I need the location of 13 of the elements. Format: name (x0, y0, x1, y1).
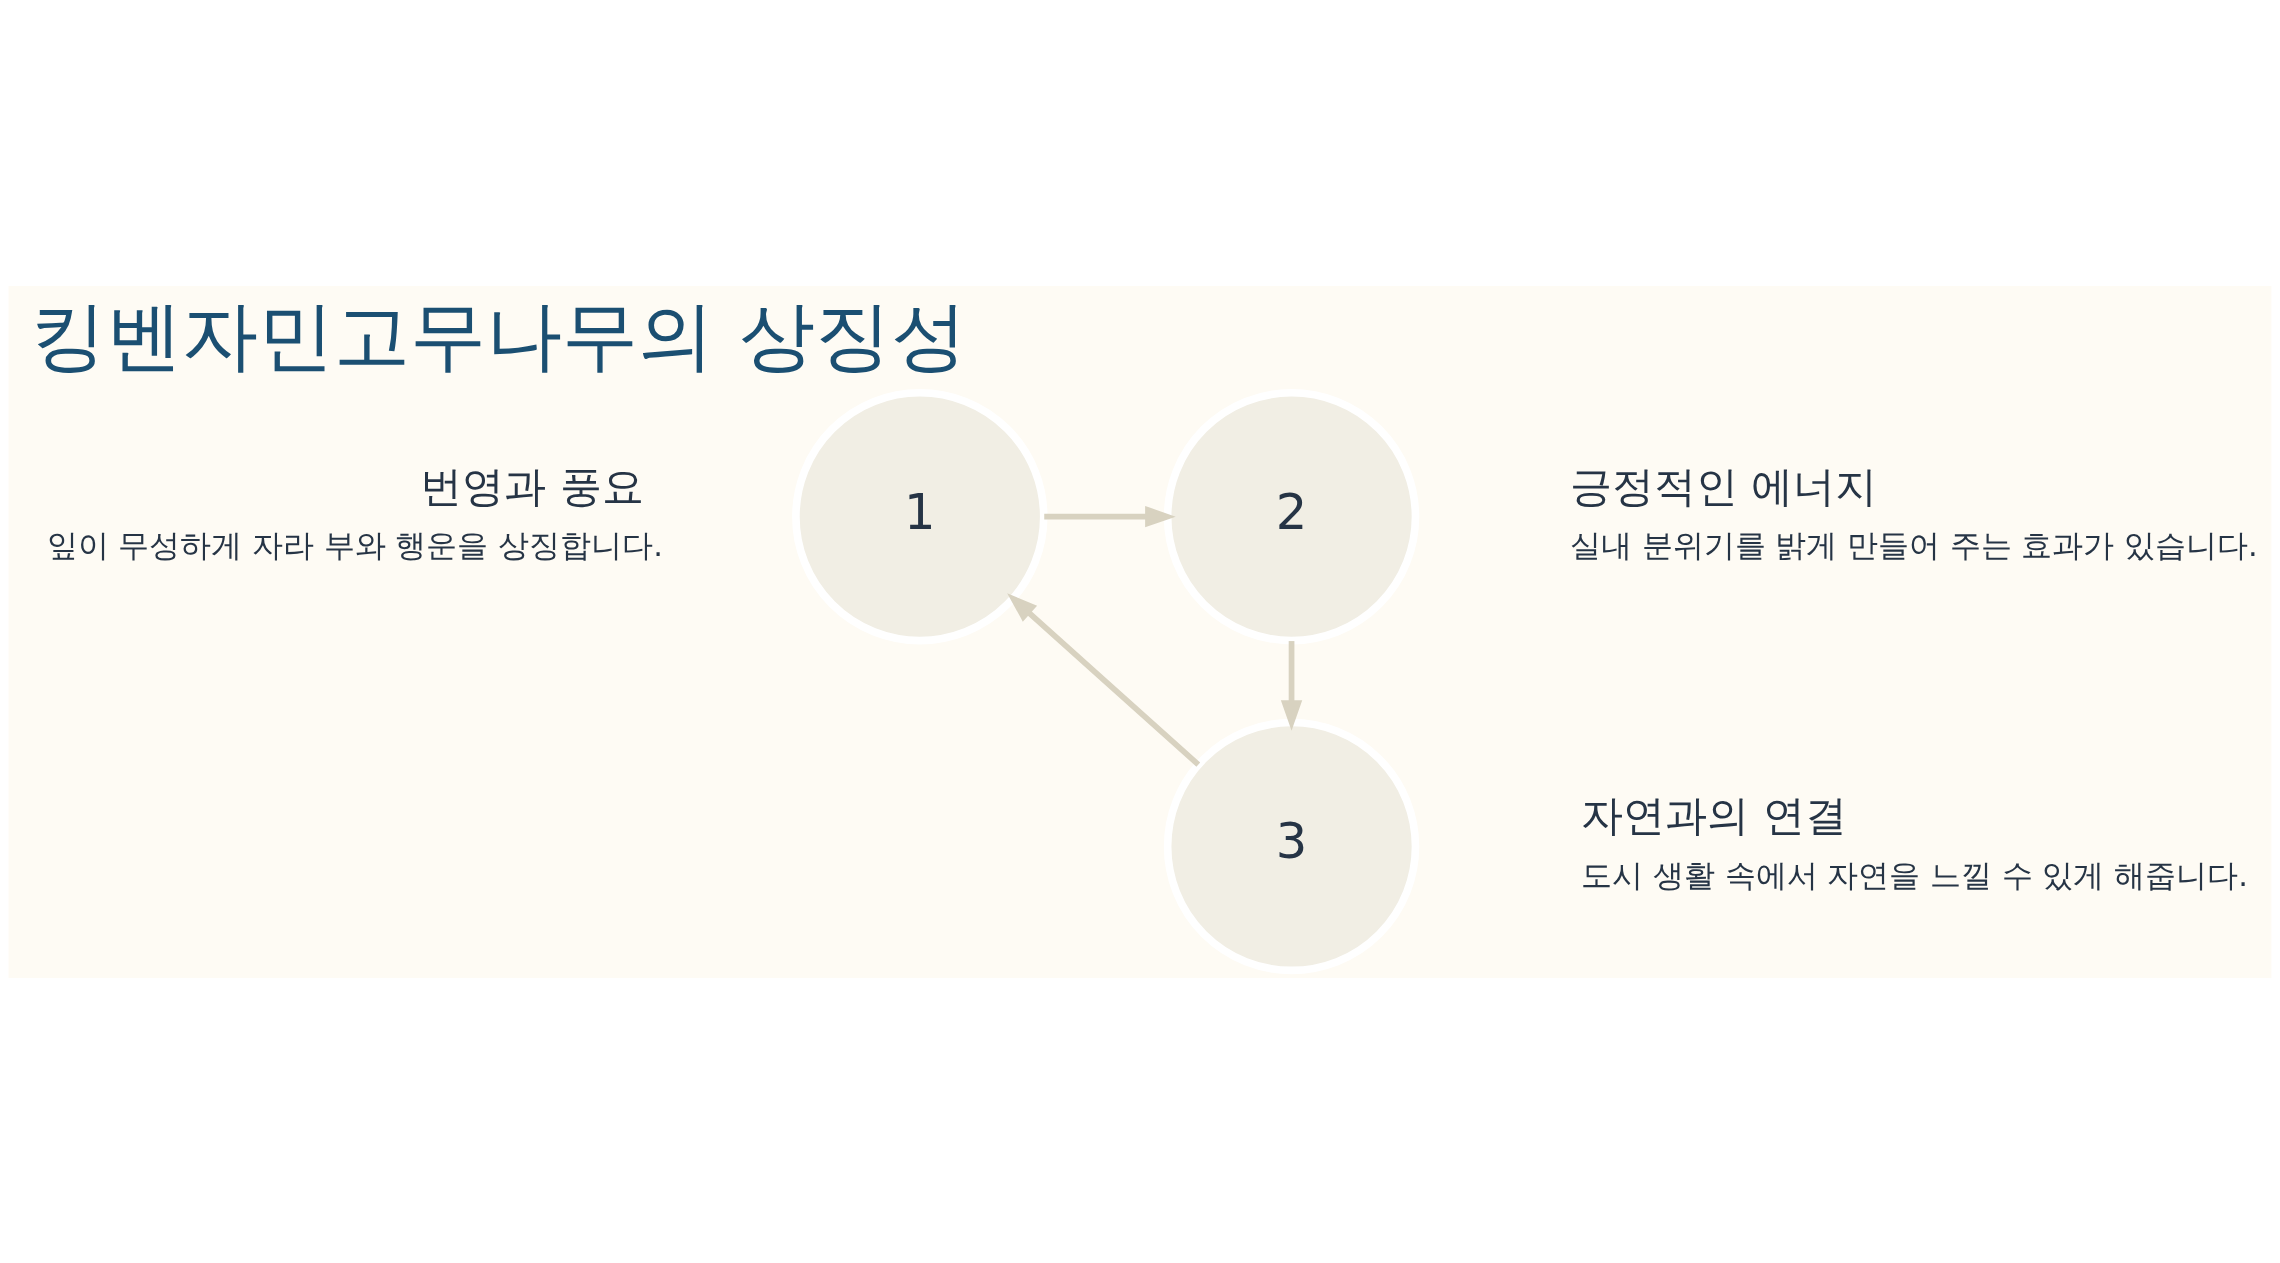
node-label: 자연과의 연결 (1581, 790, 1847, 840)
node-label: 번영과 풍요 (420, 461, 644, 511)
node-circle: 3 (1163, 718, 1420, 974)
diagram-title: 킹벤자민고무나무의 상징성 (30, 290, 967, 380)
node-circle: 2 (1163, 388, 1420, 644)
arrow (1280, 640, 1303, 731)
arrow (1007, 592, 1201, 767)
arrow (1044, 505, 1176, 527)
node-label: 도시 생활 속에서 자연을 느낄 수 있게 해줍니다. (1581, 857, 2248, 893)
node-circle: 1 (792, 388, 1048, 644)
node-label: 실내 분위기를 밝게 만들어 주는 효과가 있습니다. (1569, 527, 2258, 563)
node-label: 긍정적인 에너지 (1569, 461, 1878, 511)
node-label: 잎이 무성하게 자라 부와 행운을 상징합니다. (46, 527, 663, 563)
